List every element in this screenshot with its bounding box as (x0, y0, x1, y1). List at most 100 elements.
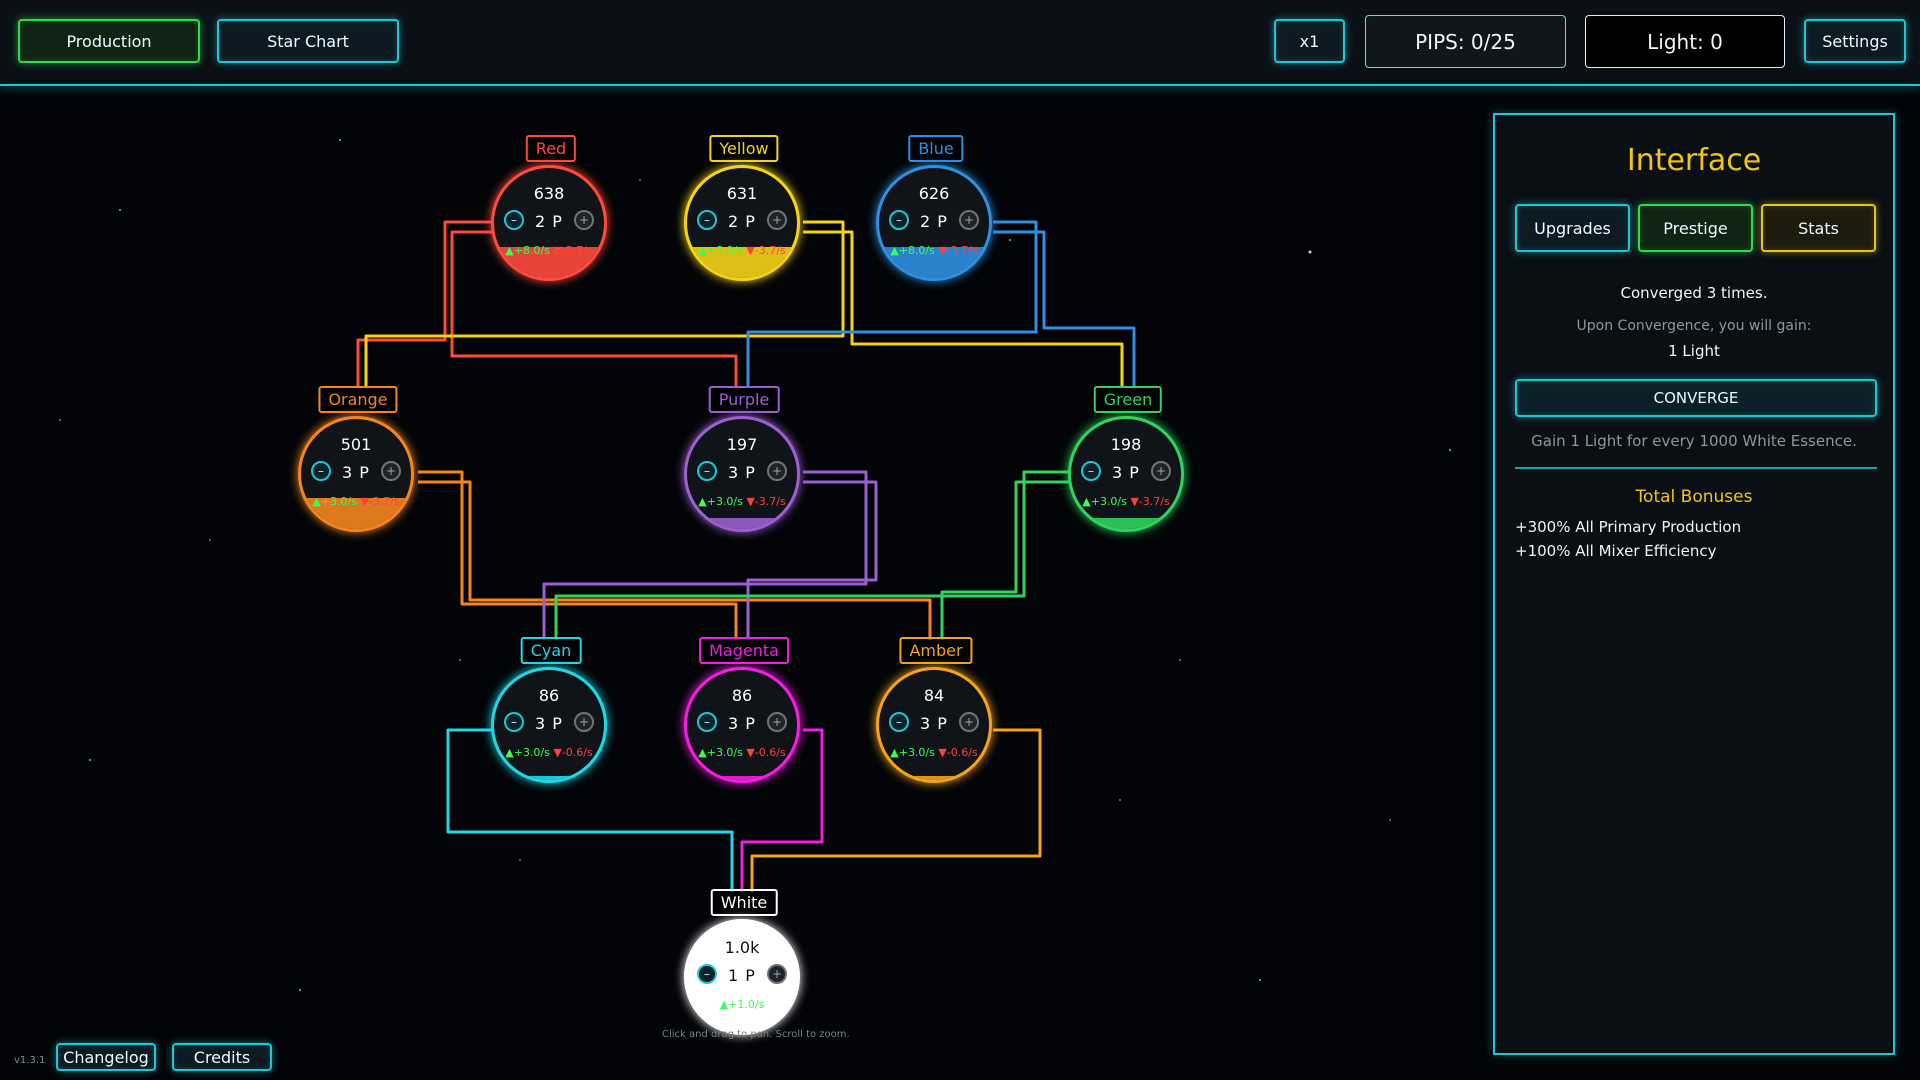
essence-count: 197 (726, 435, 758, 454)
essence-orb[interactable]: 86–3 P+▲+3.0/s ▼-0.6/s (491, 667, 607, 783)
settings-button[interactable]: Settings (1804, 19, 1906, 63)
add-pip-button[interactable]: + (574, 712, 594, 732)
rate-up: ▲+3.0/s (505, 746, 550, 759)
canvas-hint: Click and drag to pan. Scroll to zoom. (662, 1029, 850, 1040)
rate-up: ▲+8.0/s (698, 244, 743, 257)
node-label: Blue (908, 135, 964, 162)
converged-count-text: Converged 3 times. (1620, 284, 1768, 302)
rate-down: ▼-3.7/s (1130, 495, 1170, 508)
tab-prestige[interactable]: Prestige (1638, 204, 1753, 252)
remove-pip-button[interactable]: – (889, 712, 909, 732)
rate-readout: ▲+3.0/s ▼-0.6/s (687, 746, 797, 759)
link-red-orange (356, 220, 493, 388)
star-chart-button[interactable]: Star Chart (217, 19, 399, 63)
rate-up: ▲+3.0/s (1082, 495, 1127, 508)
node-label: Cyan (520, 637, 582, 664)
pip-count: 2 P (920, 212, 948, 231)
tab-upgrades[interactable]: Upgrades (1515, 204, 1630, 252)
remove-pip-button[interactable]: – (1081, 461, 1101, 481)
essence-count: 631 (726, 184, 758, 203)
rate-up: ▲+3.0/s (312, 495, 357, 508)
node-label: Yellow (709, 135, 779, 162)
essence-count: 86 (731, 686, 753, 705)
essence-fill (494, 775, 604, 780)
pip-count: 3 P (728, 463, 756, 482)
essence-orb[interactable]: 631–2 P+▲+8.0/s ▼-3.7/s (684, 165, 800, 281)
rate-up: ▲+1.0/s (719, 998, 765, 1011)
essence-orb[interactable]: 197–3 P+▲+3.0/s ▼-3.7/s (684, 416, 800, 532)
node-label: Magenta (699, 637, 789, 664)
essence-fill (1071, 518, 1181, 529)
remove-pip-button[interactable]: – (504, 210, 524, 230)
tab-stats[interactable]: Stats (1761, 204, 1876, 252)
remove-pip-button[interactable]: – (697, 964, 717, 984)
essence-fill (494, 247, 604, 278)
converge-button[interactable]: CONVERGE (1515, 379, 1877, 417)
essence-orb[interactable]: 84–3 P + ▲+3.0/s ▼-0.6/s (876, 667, 992, 783)
rate-up: ▲+3.0/s (698, 495, 743, 508)
essence-fill (301, 498, 411, 529)
speed-multiplier-button[interactable]: x1 (1274, 19, 1345, 63)
total-bonuses-heading: Total Bonuses (1635, 487, 1753, 507)
rate-readout: ▲+8.0/s ▼-3.7/s (494, 244, 604, 257)
link-blue-green (993, 230, 1136, 388)
top-bar: Production Star Chart x1 PIPS: 0/25 Ligh… (0, 0, 1920, 86)
remove-pip-button[interactable]: – (311, 461, 331, 481)
link-red-purple (450, 230, 738, 388)
remove-pip-button[interactable]: – (697, 210, 717, 230)
essence-orb[interactable]: 86–3 P+▲+3.0/s ▼-0.6/s (684, 667, 800, 783)
link-yellow-green (803, 230, 1124, 388)
remove-pip-button[interactable]: – (504, 712, 524, 732)
add-pip-button[interactable]: + (767, 210, 787, 230)
remove-pip-button[interactable]: – (889, 210, 909, 230)
add-pip-button[interactable]: + (767, 964, 787, 984)
credits-button[interactable]: Credits (172, 1043, 272, 1071)
add-pip-button[interactable]: + (381, 461, 401, 481)
essence-orb[interactable]: 626–2 P+▲+8.0/s ▼-3.7/s (876, 165, 992, 281)
essence-orb[interactable]: 501–3 P+▲+3.0/s ▼-3.7/s (298, 416, 414, 532)
link-orange-magenta (418, 470, 738, 640)
bonus-primary-production: +300% All Primary Production (1515, 518, 1742, 536)
add-pip-button[interactable]: + (959, 210, 979, 230)
node-amber[interactable]: Amber 84–3 P + ▲+3.0/s ▼-0.6/s (876, 637, 996, 785)
add-pip-button[interactable]: + (1151, 461, 1171, 481)
panel-title: Interface (1626, 143, 1762, 178)
production-button[interactable]: Production (18, 19, 200, 63)
changelog-button[interactable]: Changelog (56, 1043, 156, 1071)
essence-orb[interactable]: 638–2 P + ▲+8.0/s ▼-3.7/s (491, 165, 607, 281)
add-pip-button[interactable]: + (767, 461, 787, 481)
pip-count: 3 P (920, 714, 948, 733)
rate-up: ▲+3.0/s (698, 746, 743, 759)
essence-orb[interactable]: 198–3 P+▲+3.0/s ▼-3.7/s (1068, 416, 1184, 532)
rate-readout: ▲+3.0/s ▼-0.6/s (494, 746, 604, 759)
essence-count: 626 (918, 184, 950, 203)
pip-count: 2 P (535, 212, 563, 231)
essence-count: 84 (923, 686, 945, 705)
link-magenta-white (740, 728, 824, 892)
pips-counter: PIPS: 0/25 (1365, 15, 1566, 68)
rate-readout: ▲+3.0/s ▼-3.7/s (301, 495, 411, 508)
rate-readout: ▲+3.0/s ▼-0.6/s (879, 746, 989, 759)
essence-count: 638 (533, 184, 565, 203)
node-label: White (710, 889, 778, 916)
remove-pip-button[interactable]: – (697, 461, 717, 481)
rate-down: ▼-3.7/s (553, 244, 593, 257)
node-label: Amber (899, 637, 973, 664)
add-pip-button[interactable]: + (574, 210, 594, 230)
essence-orb[interactable]: 1.0k–1 P+▲+1.0/s (684, 919, 800, 1035)
node-label: Purple (708, 386, 780, 413)
rate-readout: ▲+1.0/s (687, 998, 797, 1011)
add-pip-button[interactable]: + (959, 712, 979, 732)
remove-pip-button[interactable]: – (697, 712, 717, 732)
add-pip-button[interactable]: + (767, 712, 787, 732)
